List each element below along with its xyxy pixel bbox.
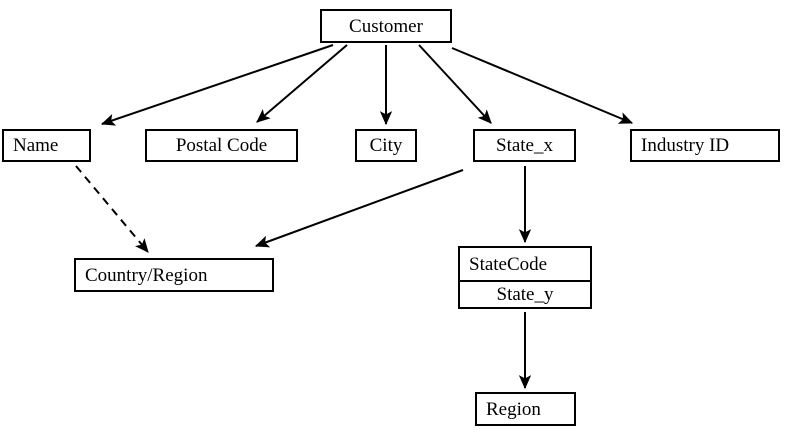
node-label-customer: Customer	[349, 15, 423, 37]
node-state_x[interactable]: State_x	[473, 129, 576, 162]
edge-state-x-to-country-region	[254, 169, 464, 248]
node-label-statecode-top: StateCode	[469, 253, 548, 275]
node-label-state_x: State_x	[496, 135, 553, 156]
node-region[interactable]: Region	[475, 392, 576, 426]
node-country_region[interactable]: Country/Region	[74, 258, 274, 292]
node-statecode-row[interactable]: State_y	[460, 282, 590, 307]
edge-customer-to-state-x	[418, 44, 492, 124]
edge-customer-to-postal-code	[256, 44, 348, 123]
edge-name-to-country-region	[75, 165, 149, 253]
node-postal_code[interactable]: Postal Code	[145, 129, 298, 162]
edges-group	[75, 44, 634, 390]
node-name[interactable]: Name	[2, 129, 91, 162]
node-label-country_region: Country/Region	[85, 264, 208, 286]
node-label-city: City	[369, 135, 403, 156]
node-label-postal_code: Postal Code	[175, 135, 268, 156]
edge-customer-to-industry-id	[451, 47, 634, 124]
node-label-name: Name	[13, 135, 59, 156]
node-label-statecode-bottom: State_y	[496, 284, 554, 305]
node-industry_id[interactable]: Industry ID	[630, 129, 780, 162]
edge-customer-to-name	[100, 44, 334, 126]
node-label-industry_id: Industry ID	[641, 135, 730, 156]
node-label-region: Region	[486, 398, 541, 420]
node-customer[interactable]: Customer	[320, 9, 452, 43]
node-statecode-header[interactable]: StateCode	[460, 248, 590, 282]
node-city[interactable]: City	[355, 129, 417, 162]
